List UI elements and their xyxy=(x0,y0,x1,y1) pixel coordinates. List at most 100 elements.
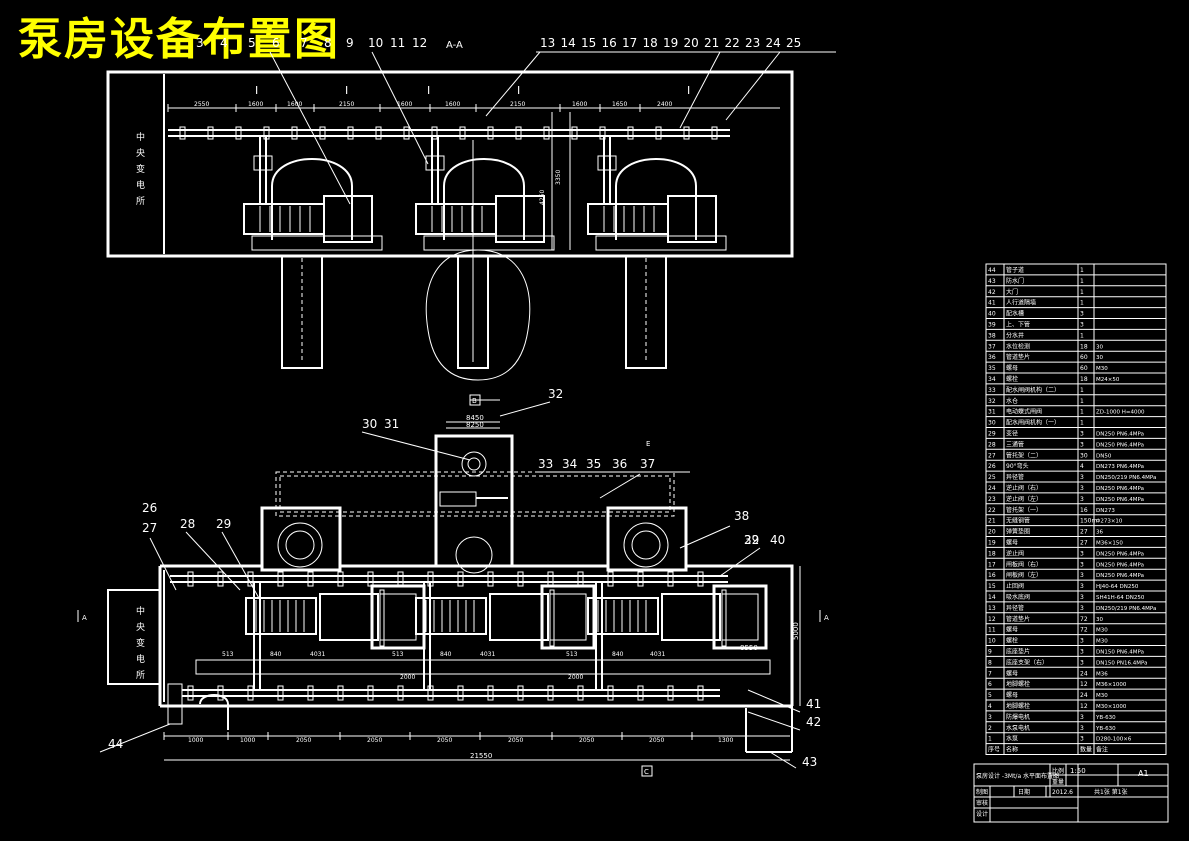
callout-number: 15 xyxy=(581,36,596,50)
table-cell-name: 三通管 xyxy=(1006,440,1024,448)
drawing-date: 2012.6 xyxy=(1052,789,1073,796)
table-cell-qty: 3 xyxy=(1080,561,1084,568)
table-cell-note: HJ40-64 DN250 xyxy=(1096,584,1139,590)
dim-mid: 4031 xyxy=(650,651,665,658)
table-cell-no: 26 xyxy=(988,463,996,470)
table-cell-note: M36×150 xyxy=(1096,541,1123,547)
table-cell-name: 底座支架（右） xyxy=(1006,658,1048,666)
svg-text:I: I xyxy=(687,84,690,97)
table-cell-name: 无缝钢管 xyxy=(1006,517,1030,525)
callout-number: 3 xyxy=(196,36,204,50)
table-cell-no: 15 xyxy=(988,583,996,590)
dim-top: 2400 xyxy=(657,101,672,108)
table-cell-no: 27 xyxy=(988,452,996,459)
table-cell-note: D280-100×6 xyxy=(1096,737,1132,743)
table-cell-name: 管子道 xyxy=(1006,266,1024,274)
scale-label: 比例 xyxy=(1052,767,1064,775)
table-cell-qty: 3 xyxy=(1080,638,1084,645)
table-cell-name: 电动蝶式闸阀 xyxy=(1006,408,1042,416)
callout-number: 40 xyxy=(770,533,785,547)
table-cell-name: 变径 xyxy=(1006,430,1018,438)
table-cell-no: 20 xyxy=(988,529,996,536)
svg-text:B: B xyxy=(472,397,477,405)
table-cell-name: 配水闸阀机构（一） xyxy=(1006,419,1060,427)
table-cell-name: 螺母 xyxy=(1006,364,1018,372)
dim-mid: 2000 xyxy=(568,674,583,681)
table-cell-qty: 24 xyxy=(1080,692,1088,699)
table-cell-qty: 27 xyxy=(1080,529,1088,536)
table-cell-name: 螺母 xyxy=(1006,626,1018,634)
table-cell-no: 5 xyxy=(988,692,992,699)
dim-top: 1600 xyxy=(248,101,263,108)
table-header: 数量 xyxy=(1080,746,1092,754)
table-cell-no: 16 xyxy=(988,572,996,579)
callout-number: 32 xyxy=(548,387,563,401)
callout-number: 4 xyxy=(220,36,228,50)
table-cell-note: M30 xyxy=(1096,639,1108,645)
table-cell-qty: 18 xyxy=(1080,343,1088,350)
table-cell-note: M30 xyxy=(1096,628,1108,634)
table-cell-qty: 4 xyxy=(1080,463,1084,470)
table-cell-note: YB-630 xyxy=(1095,715,1116,721)
svg-text:C: C xyxy=(644,768,649,776)
callout-number: 18 xyxy=(643,36,658,50)
table-cell-no: 11 xyxy=(988,627,996,634)
callout-number: 8 xyxy=(324,36,332,50)
svg-text:I: I xyxy=(345,84,348,97)
dim-top: 1600 xyxy=(287,101,302,108)
table-cell-qty: 3 xyxy=(1080,725,1084,732)
table-cell-no: 38 xyxy=(988,332,996,339)
dim-bottom: 2050 xyxy=(296,737,311,744)
svg-text:A: A xyxy=(82,614,87,622)
table-cell-qty: 3 xyxy=(1080,583,1084,590)
svg-text:I: I xyxy=(427,84,430,97)
table-cell-note: DN273 xyxy=(1096,508,1115,514)
table-cell-name: 螺栓 xyxy=(1006,637,1018,645)
table-cell-name: 螺母 xyxy=(1006,691,1018,699)
svg-text:4250: 4250 xyxy=(539,190,546,205)
table-cell-qty: 12 xyxy=(1080,703,1088,710)
table-cell-note: DN250 PN6.4MPa xyxy=(1096,551,1144,557)
callout-number: 23 xyxy=(745,36,760,50)
callout-number: 26 xyxy=(142,501,157,515)
svg-text:变: 变 xyxy=(136,163,145,175)
dim-top: 1650 xyxy=(612,101,627,108)
table-cell-note: DN250 PN6.4MPa xyxy=(1096,442,1144,448)
table-cell-no: 40 xyxy=(988,311,996,318)
table-cell-name: 地脚螺栓 xyxy=(1006,680,1030,688)
table-cell-no: 25 xyxy=(988,474,996,481)
svg-text:I: I xyxy=(517,84,520,97)
table-cell-note: M24×50 xyxy=(1096,377,1120,383)
svg-text:A: A xyxy=(824,614,829,622)
callout-number: 11 xyxy=(390,36,405,50)
sheet-count: 共1张 第1张 xyxy=(1094,788,1128,796)
table-cell-note: M30 xyxy=(1096,693,1108,699)
table-cell-note: M30 xyxy=(1096,366,1108,372)
callout-number: 34 xyxy=(562,457,577,471)
table-cell-no: 36 xyxy=(988,354,996,361)
table-cell-name: 水泵 xyxy=(1006,735,1018,743)
callout-number: 6 xyxy=(272,36,280,50)
table-cell-qty: 3 xyxy=(1080,736,1084,743)
weight-label: 重量 xyxy=(1052,778,1064,786)
svg-text:变: 变 xyxy=(136,637,145,649)
svg-text:8250: 8250 xyxy=(466,421,484,429)
table-cell-qty: 3 xyxy=(1080,605,1084,612)
table-cell-qty: 150m xyxy=(1080,518,1097,525)
table-cell-no: 10 xyxy=(988,638,996,645)
callout-number: 5 xyxy=(248,36,256,50)
dim-mid: 840 xyxy=(440,651,452,658)
table-cell-no: 9 xyxy=(988,649,992,656)
table-cell-qty: 3 xyxy=(1080,572,1084,579)
table-cell-name: 异径管 xyxy=(1006,473,1024,481)
table-cell-no: 41 xyxy=(988,300,996,307)
table-cell-name: 防爆电机 xyxy=(1006,713,1030,721)
table-cell-name: 地脚螺栓 xyxy=(1006,702,1030,710)
table-cell-no: 3 xyxy=(988,714,992,721)
table-cell-qty: 3 xyxy=(1080,496,1084,503)
table-cell-qty: 60 xyxy=(1080,365,1088,372)
callout-number: 19 xyxy=(663,36,678,50)
